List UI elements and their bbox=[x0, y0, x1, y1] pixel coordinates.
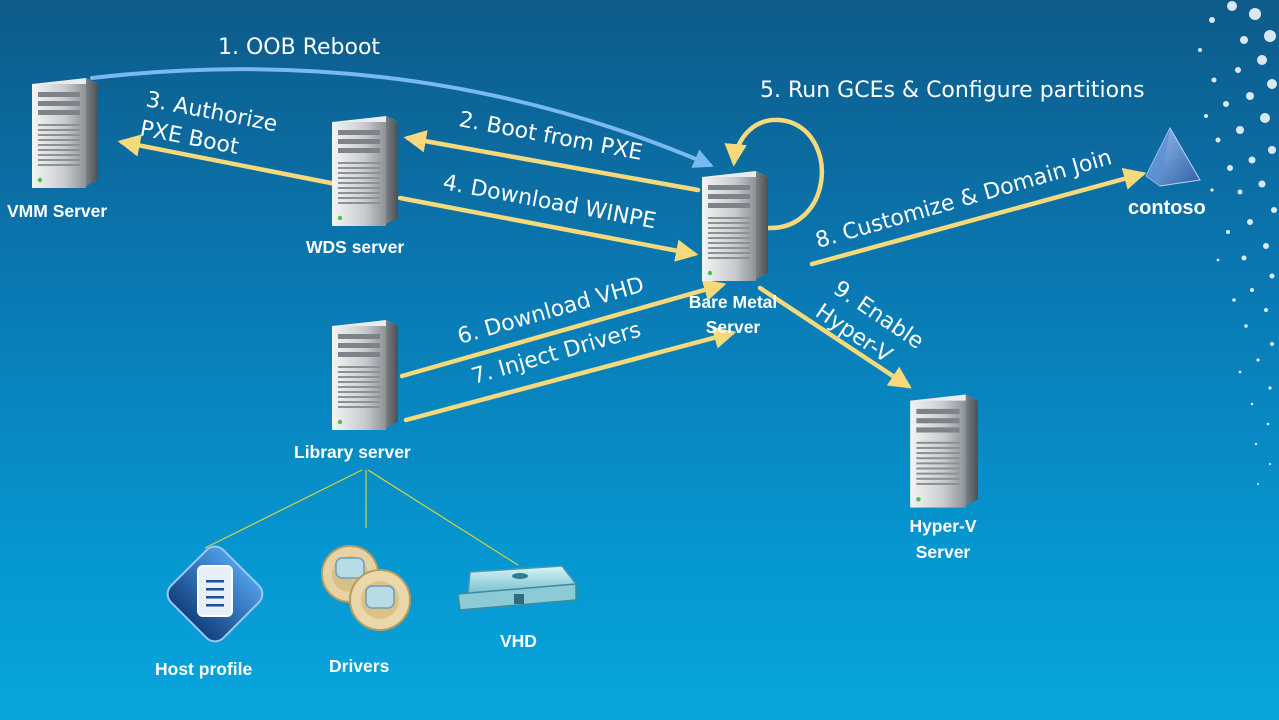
wds-server-icon bbox=[332, 116, 398, 226]
arrow-run-gces bbox=[724, 117, 824, 231]
step-8-label: 8. Customize & Domain Join bbox=[813, 145, 1115, 254]
contoso-label: contoso bbox=[1128, 197, 1206, 219]
arrow-download-winpe bbox=[397, 195, 699, 262]
resource-links bbox=[204, 469, 519, 566]
decorative-dots bbox=[1198, 1, 1277, 485]
bare-metal-label-line1: Bare Metal bbox=[689, 292, 778, 312]
arrow-inject-drivers bbox=[403, 326, 737, 423]
drivers-label: Drivers bbox=[329, 656, 390, 676]
vhd-label: VHD bbox=[500, 631, 537, 651]
step-2-label: 2. Boot from PXE bbox=[457, 107, 644, 165]
host-profile-icon bbox=[166, 545, 264, 643]
drivers-icon bbox=[321, 545, 411, 631]
library-server-label: Library server bbox=[294, 442, 411, 462]
arrow-boot-from-pxe bbox=[403, 130, 701, 193]
vhd-icon bbox=[457, 565, 578, 611]
library-server-icon bbox=[332, 320, 398, 430]
arrow-customize-domain-join bbox=[809, 167, 1147, 267]
step-1-label: 1. OOB Reboot bbox=[218, 35, 380, 60]
vmm-server-label: VMM Server bbox=[7, 201, 107, 221]
hyperv-server-icon bbox=[910, 394, 978, 508]
hyperv-server-label-line2: Server bbox=[916, 542, 971, 562]
bare-metal-label-line2: Server bbox=[706, 317, 761, 337]
vmm-server-icon bbox=[32, 78, 98, 188]
arrow-enable-hyperv bbox=[757, 285, 912, 389]
wds-server-label: WDS server bbox=[306, 237, 404, 257]
contoso-domain-icon bbox=[1145, 126, 1201, 187]
arrow-authorize-pxe bbox=[117, 134, 349, 189]
host-profile-label: Host profile bbox=[155, 659, 252, 679]
bare-metal-server-icon bbox=[702, 171, 768, 281]
step-5-label: 5. Run GCEs & Configure partitions bbox=[760, 78, 1145, 103]
arrow-download-vhd bbox=[399, 279, 727, 379]
flow-arrows bbox=[90, 67, 1147, 423]
arrow-oob-reboot bbox=[90, 67, 714, 168]
hyperv-server-label-line1: Hyper-V bbox=[909, 516, 976, 536]
